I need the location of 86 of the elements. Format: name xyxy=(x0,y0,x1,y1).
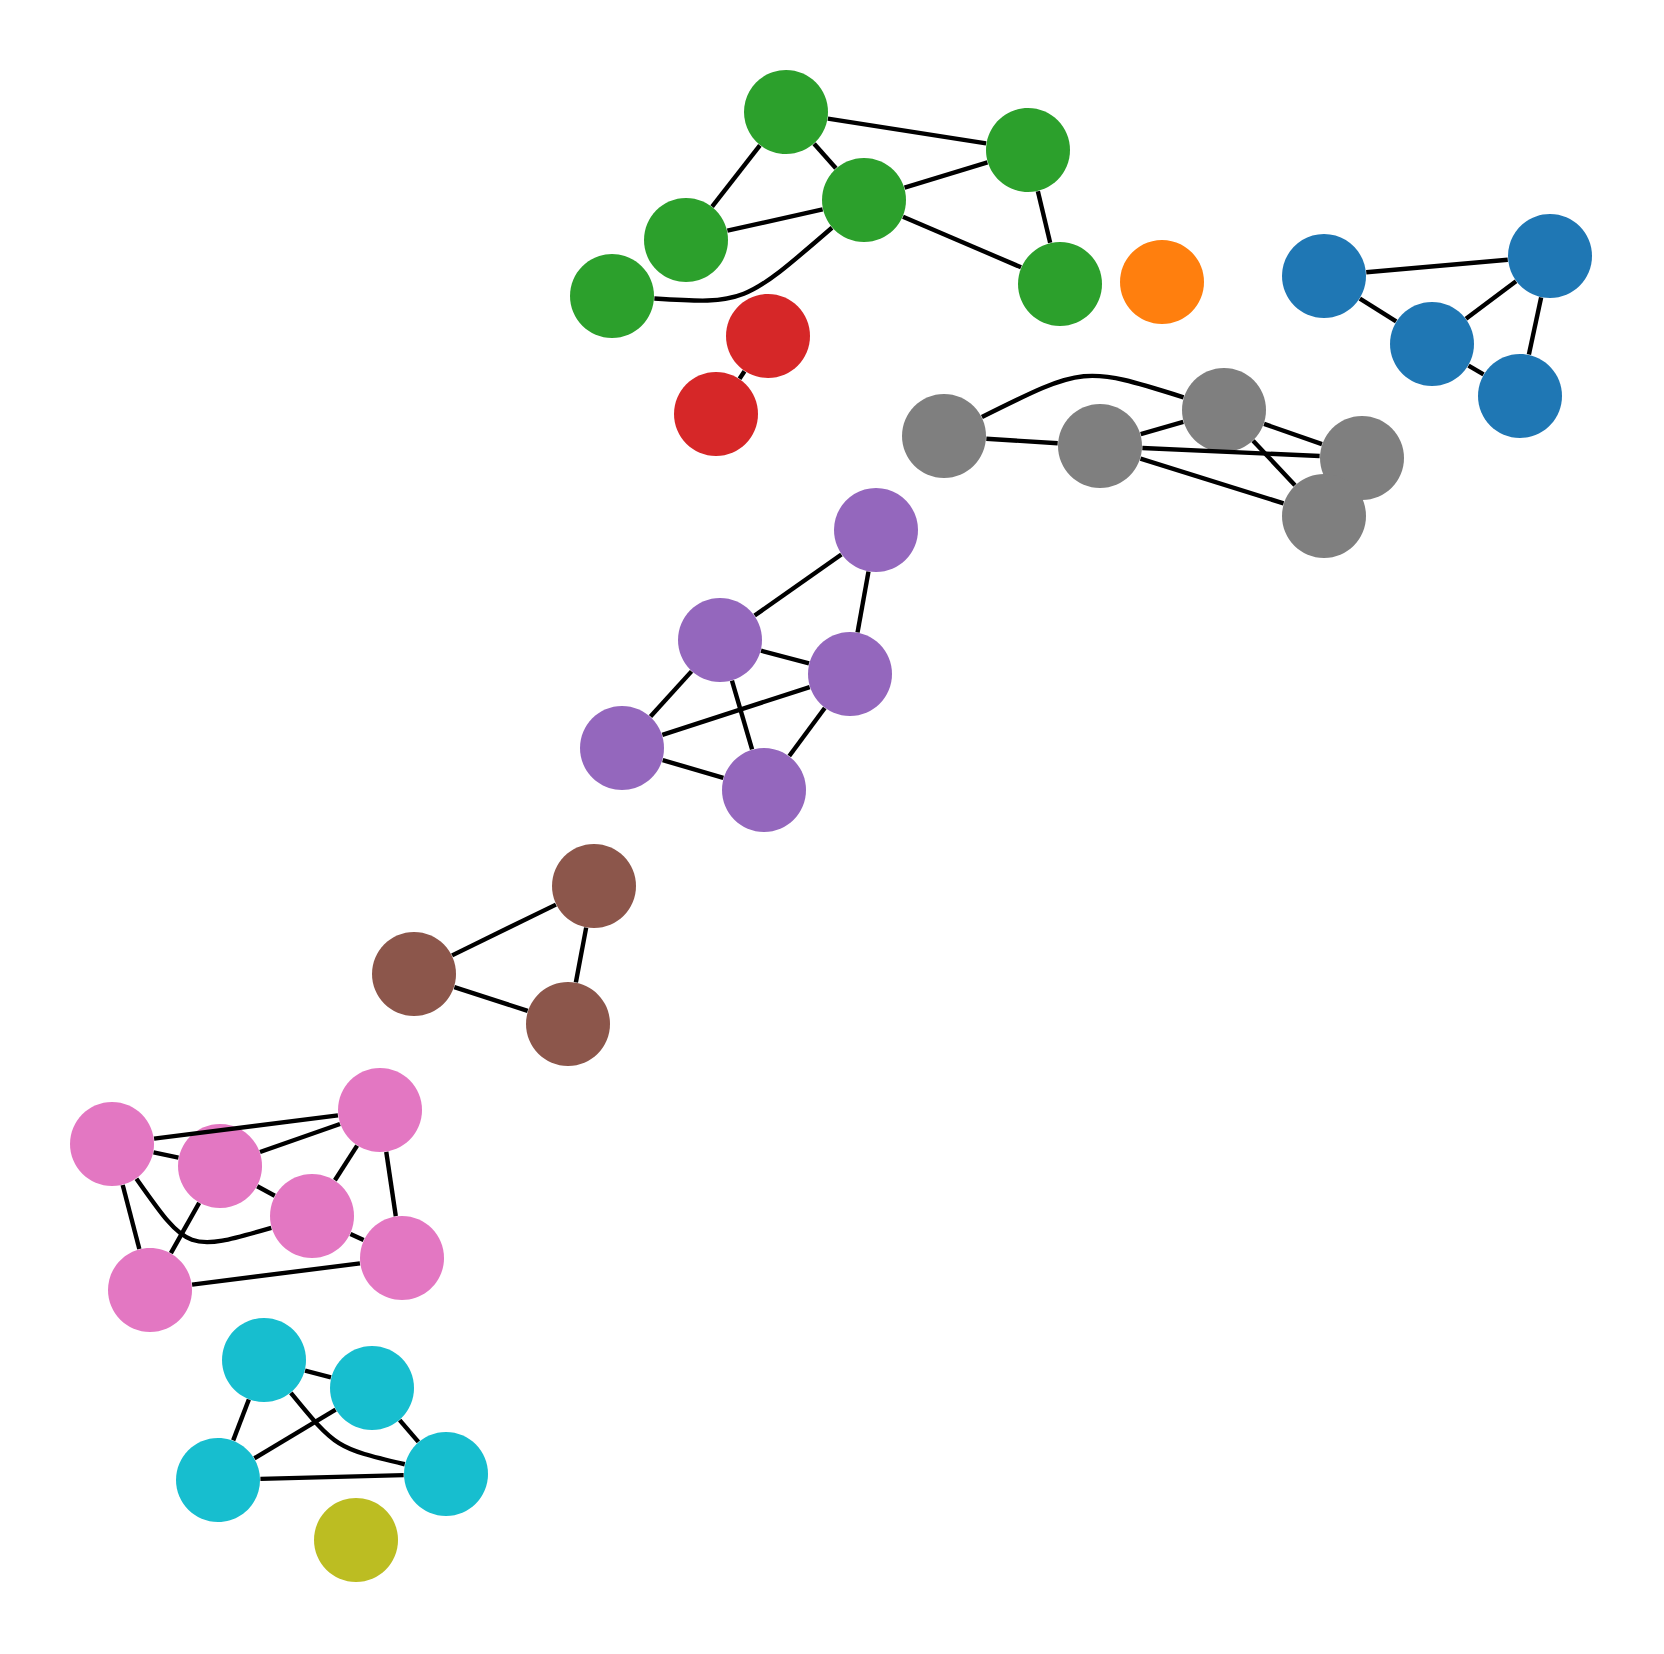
edge-line xyxy=(191,1261,361,1287)
edge-line xyxy=(349,1231,365,1243)
edge-line xyxy=(855,571,871,633)
edge-line xyxy=(134,1177,272,1245)
graph-node xyxy=(644,198,728,282)
edge-line xyxy=(737,370,747,380)
edge-line xyxy=(1464,279,1518,321)
graph-node xyxy=(270,1174,354,1258)
edge-line xyxy=(1263,421,1323,447)
edge-line xyxy=(1139,456,1285,506)
graph-node xyxy=(1282,474,1366,558)
edge-line xyxy=(654,226,834,303)
edge-line xyxy=(710,144,762,208)
graph-node xyxy=(338,1068,422,1152)
edge-line xyxy=(289,1391,406,1467)
edge-line xyxy=(662,757,724,781)
edge-line xyxy=(1366,257,1508,275)
edge-line xyxy=(153,1113,339,1141)
graph-node xyxy=(678,598,762,682)
graph-node xyxy=(1282,234,1366,318)
graph-node xyxy=(1120,240,1204,324)
graph-node xyxy=(808,632,892,716)
graph-node xyxy=(108,1248,192,1332)
edge-line xyxy=(1142,445,1320,459)
graph-node xyxy=(178,1124,262,1208)
edge-line xyxy=(903,160,989,190)
edge-line xyxy=(1526,297,1544,355)
graph-node xyxy=(726,294,810,378)
graph-node xyxy=(722,748,806,832)
graph-node xyxy=(580,706,664,790)
edge-line xyxy=(1467,363,1485,377)
edge-line xyxy=(1035,190,1053,244)
edge-line xyxy=(398,1418,421,1444)
graph-node xyxy=(404,1432,488,1516)
edge-line xyxy=(153,1150,179,1160)
edge-line xyxy=(453,985,529,1013)
graph-node xyxy=(1320,416,1404,500)
edge-line xyxy=(787,706,827,758)
graph-node xyxy=(176,1438,260,1522)
edge-line xyxy=(726,207,824,233)
edge-line xyxy=(827,116,987,146)
graph-node xyxy=(744,70,828,154)
edge-line xyxy=(253,1407,337,1461)
graph-node xyxy=(552,844,636,928)
graph-node xyxy=(372,932,456,1016)
edge-line xyxy=(980,373,1185,419)
graph-node xyxy=(822,158,906,242)
graph-node xyxy=(1390,302,1474,386)
graph-node xyxy=(360,1216,444,1300)
edge-line xyxy=(333,1144,359,1182)
edge-line xyxy=(231,1398,251,1442)
edge-line xyxy=(259,1121,341,1155)
graph-node xyxy=(986,108,1070,192)
edge-line xyxy=(304,1368,332,1380)
edge-line xyxy=(729,680,755,750)
graph-node xyxy=(1478,354,1562,438)
edge-line xyxy=(902,214,1022,270)
graph-node xyxy=(526,982,610,1066)
graph-node xyxy=(1508,214,1592,298)
edge-line xyxy=(168,1201,202,1255)
edge-line xyxy=(986,436,1058,446)
edge-line xyxy=(760,648,810,666)
edge-line xyxy=(1251,439,1297,487)
graph-node xyxy=(674,372,758,456)
graph-node xyxy=(1058,404,1142,488)
edge-line xyxy=(648,669,694,719)
graph-node xyxy=(834,488,918,572)
edge-line xyxy=(1358,296,1398,324)
graph-node xyxy=(570,254,654,338)
edge-line xyxy=(753,552,843,618)
edge-line xyxy=(451,902,557,958)
graph-node xyxy=(70,1102,154,1186)
edge-line xyxy=(384,1151,398,1217)
edge-line xyxy=(1140,419,1184,437)
graph-node xyxy=(1018,242,1102,326)
graph-node xyxy=(902,394,986,478)
edge-line xyxy=(812,142,838,170)
graph-node xyxy=(314,1498,398,1582)
edge-line xyxy=(260,1472,404,1482)
graph-node xyxy=(1182,368,1266,452)
edge-line xyxy=(573,927,589,983)
graph-node xyxy=(222,1318,306,1402)
edge-line xyxy=(256,1184,276,1198)
edge-line xyxy=(661,685,811,737)
graph-node xyxy=(330,1346,414,1430)
edge-line xyxy=(120,1184,142,1250)
